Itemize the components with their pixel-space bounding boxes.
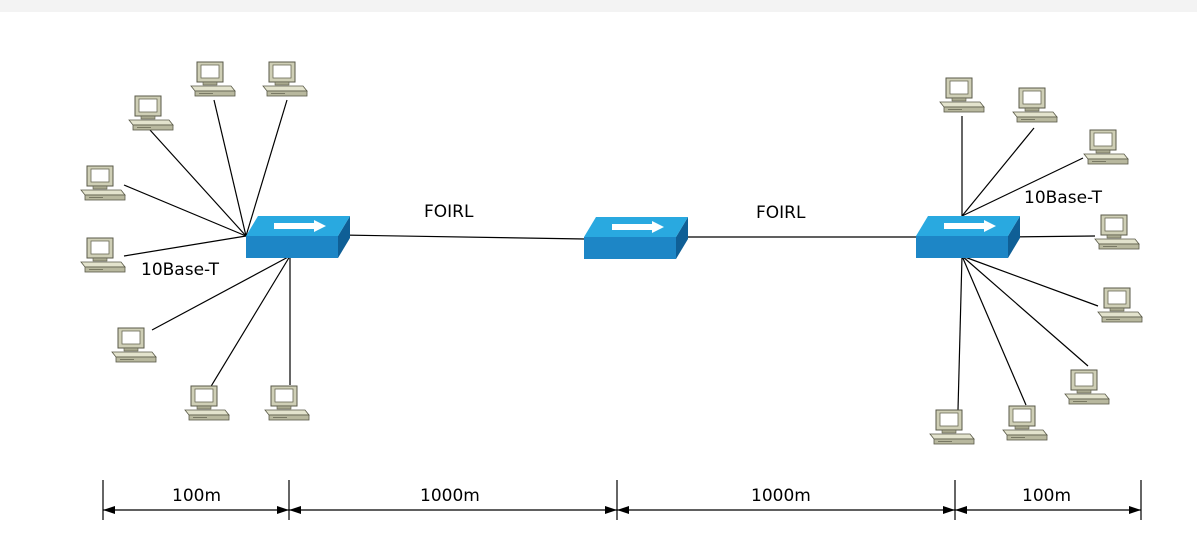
dimension-line — [102, 480, 1142, 520]
right-hub-icon — [916, 216, 1020, 258]
top-bar — [0, 0, 1197, 12]
dimension-label-seg4: 100m — [1022, 486, 1072, 506]
computer-icon — [1002, 405, 1048, 441]
dimension-label-seg2: 1000m — [420, 486, 480, 506]
computer-icon — [929, 409, 975, 445]
left-hub-links — [123, 99, 291, 389]
computer-icon — [1094, 214, 1140, 250]
computer-icon — [190, 61, 236, 97]
repeater-icon — [584, 217, 688, 259]
computer-icon — [128, 95, 174, 131]
computer-icon — [939, 77, 985, 113]
computer-icon — [1083, 129, 1129, 165]
computer-icon — [80, 165, 126, 201]
dimension-label-seg1: 100m — [172, 486, 222, 506]
computer-icon — [80, 237, 126, 273]
computer-icon — [111, 327, 157, 363]
computer-icon — [184, 385, 230, 421]
link-label-right: FOIRL — [756, 203, 806, 223]
right-hub-links — [957, 116, 1099, 411]
computer-icon — [264, 385, 310, 421]
computer-icon — [1097, 287, 1143, 323]
backbone-links — [339, 234, 917, 240]
computer-icon — [1012, 87, 1058, 123]
access-label-right: 10Base-T — [1024, 188, 1102, 208]
left-hub-icon — [246, 216, 350, 258]
computer-icon — [262, 61, 308, 97]
link-label-left: FOIRL — [424, 202, 474, 222]
dimension-label-seg3: 1000m — [751, 486, 811, 506]
access-label-left: 10Base-T — [141, 260, 219, 280]
computer-icon — [1064, 369, 1110, 405]
